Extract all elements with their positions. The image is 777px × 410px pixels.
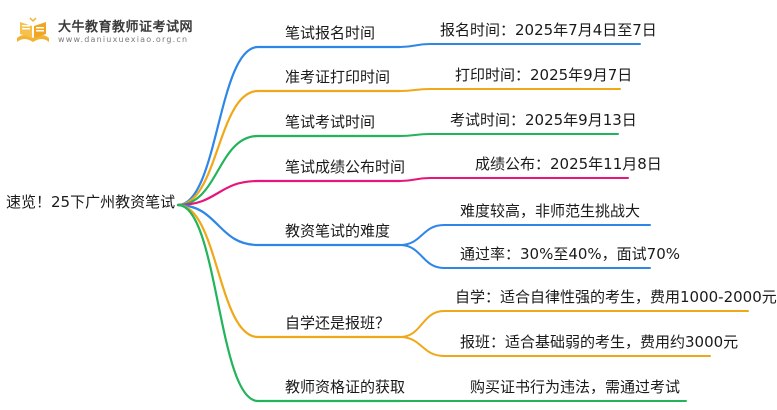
child-label: 报名时间：2025年7月4日至7日	[440, 21, 657, 39]
branch-connector	[176, 179, 402, 207]
child-connector	[399, 133, 619, 137]
child-label: 难度较高，非师范生挑战大	[460, 202, 641, 220]
branch-label: 准考证打印时间	[285, 68, 391, 86]
branch-connector	[176, 134, 402, 207]
logo-url: www.daniuxuexiao.org.cn	[58, 35, 189, 44]
child-label: 自学：适合自律性强的考生，费用1000-2000元	[455, 288, 777, 306]
child-connector	[399, 310, 749, 338]
branch-connector	[176, 45, 402, 207]
child-connector	[399, 88, 621, 92]
branch-label: 笔试考试时间	[285, 113, 376, 131]
branch-connector	[176, 203, 402, 403]
branch-label: 教资笔试的难度	[285, 222, 391, 240]
child-label: 报班：适合基础弱的考生，费用约3000元	[460, 333, 739, 351]
branch-connector	[176, 203, 402, 339]
mindmap-connectors	[176, 43, 749, 403]
child-connector	[399, 336, 711, 357]
child-label: 成绩公布：2025年11月8日	[475, 155, 662, 173]
child-label: 购买证书行为违法，需通过考试	[470, 378, 681, 396]
branch-connector	[176, 89, 402, 207]
logo-title: 大牛教育教师证考试网	[58, 20, 194, 35]
branch-label: 教师资格证的获取	[285, 378, 406, 396]
child-label: 通过率：30%至40%，面试70%	[460, 245, 681, 263]
logo-book-icon	[17, 17, 49, 42]
branch-label: 笔试成绩公布时间	[285, 158, 406, 176]
child-connector	[399, 177, 629, 182]
child-label: 打印时间：2025年9月7日	[455, 66, 633, 84]
child-connector	[399, 244, 651, 269]
branch-label: 自学还是报班？	[285, 314, 391, 332]
branch-connector	[176, 203, 402, 247]
root-node: 速览！25下广州教资笔试	[6, 193, 176, 211]
child-label: 考试时间：2025年9月13日	[450, 111, 637, 129]
logo: 大牛教育教师证考试网 www.daniuxuexiao.org.cn	[14, 12, 244, 52]
child-connector	[399, 43, 641, 48]
branch-label: 笔试报名时间	[285, 24, 376, 42]
child-connector	[399, 224, 651, 246]
